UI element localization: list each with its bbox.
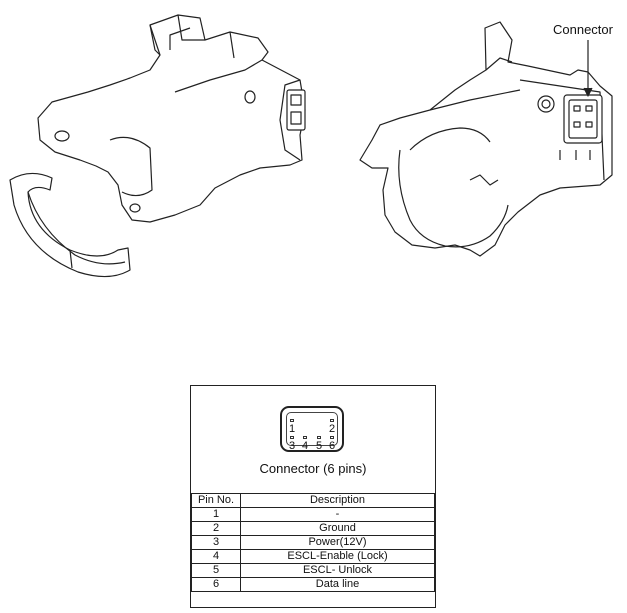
table-row: 2 Ground [191, 521, 435, 536]
pin-6-terminal [330, 436, 334, 439]
pin-1-number: 1 [288, 423, 296, 435]
table-row: 1 - [191, 507, 435, 522]
pin-3-number: 3 [288, 440, 296, 452]
connector-face-diagram: 1 2 3 4 5 6 Connector (6 pins) [191, 386, 435, 491]
table-row: 4 ESCL-Enable (Lock) [191, 549, 435, 564]
pin-6-number: 6 [328, 440, 336, 452]
pin-3-terminal [290, 436, 294, 439]
description-cell: Ground [240, 521, 435, 536]
escl-housing-front-view [37, 14, 306, 223]
description-cell: - [240, 507, 435, 522]
table-row: 5 ESCL- Unlock [191, 563, 435, 578]
connector-caption: Connector (6 pins) [259, 461, 367, 476]
description-cell: Power(12V) [240, 535, 435, 550]
pin-number-cell: 1 [191, 507, 241, 522]
pin-5-terminal [317, 436, 321, 439]
table-row: 3 Power(12V) [191, 535, 435, 550]
pin-number-cell: 3 [191, 535, 241, 550]
pin-1-terminal [290, 419, 294, 422]
pin-2-terminal [330, 419, 334, 422]
pin-2-number: 2 [328, 423, 336, 435]
escl-housing-rear-view [359, 21, 613, 257]
pin-5-number: 5 [315, 440, 323, 452]
description-cell: ESCL- Unlock [240, 563, 435, 578]
description-header: Description [240, 493, 435, 508]
clamp-bracket [9, 172, 131, 278]
pin-number-cell: 6 [191, 577, 241, 592]
pin-number-cell: 2 [191, 521, 241, 536]
pin-number-cell: 4 [191, 549, 241, 564]
escl-illustrations [9, 14, 613, 278]
connector-shell [280, 406, 344, 452]
table-row: 6 Data line [191, 577, 435, 592]
pin-table-header-row: Pin No. Description [191, 493, 435, 508]
pin-number-cell: 5 [191, 563, 241, 578]
connector-callout-label: Connector [553, 22, 613, 37]
description-cell: Data line [240, 577, 435, 592]
pin-4-terminal [303, 436, 307, 439]
description-cell: ESCL-Enable (Lock) [240, 549, 435, 564]
connector-callout-leader [583, 40, 593, 97]
pin-assignment-panel: 1 2 3 4 5 6 Connector (6 pins) Pin No. D… [190, 385, 436, 608]
pin-4-number: 4 [301, 440, 309, 452]
pin-number-header: Pin No. [191, 493, 241, 508]
pin-table: Pin No. Description 1 - 2 Ground 3 Power… [191, 493, 435, 592]
connector-cavity [286, 412, 338, 446]
